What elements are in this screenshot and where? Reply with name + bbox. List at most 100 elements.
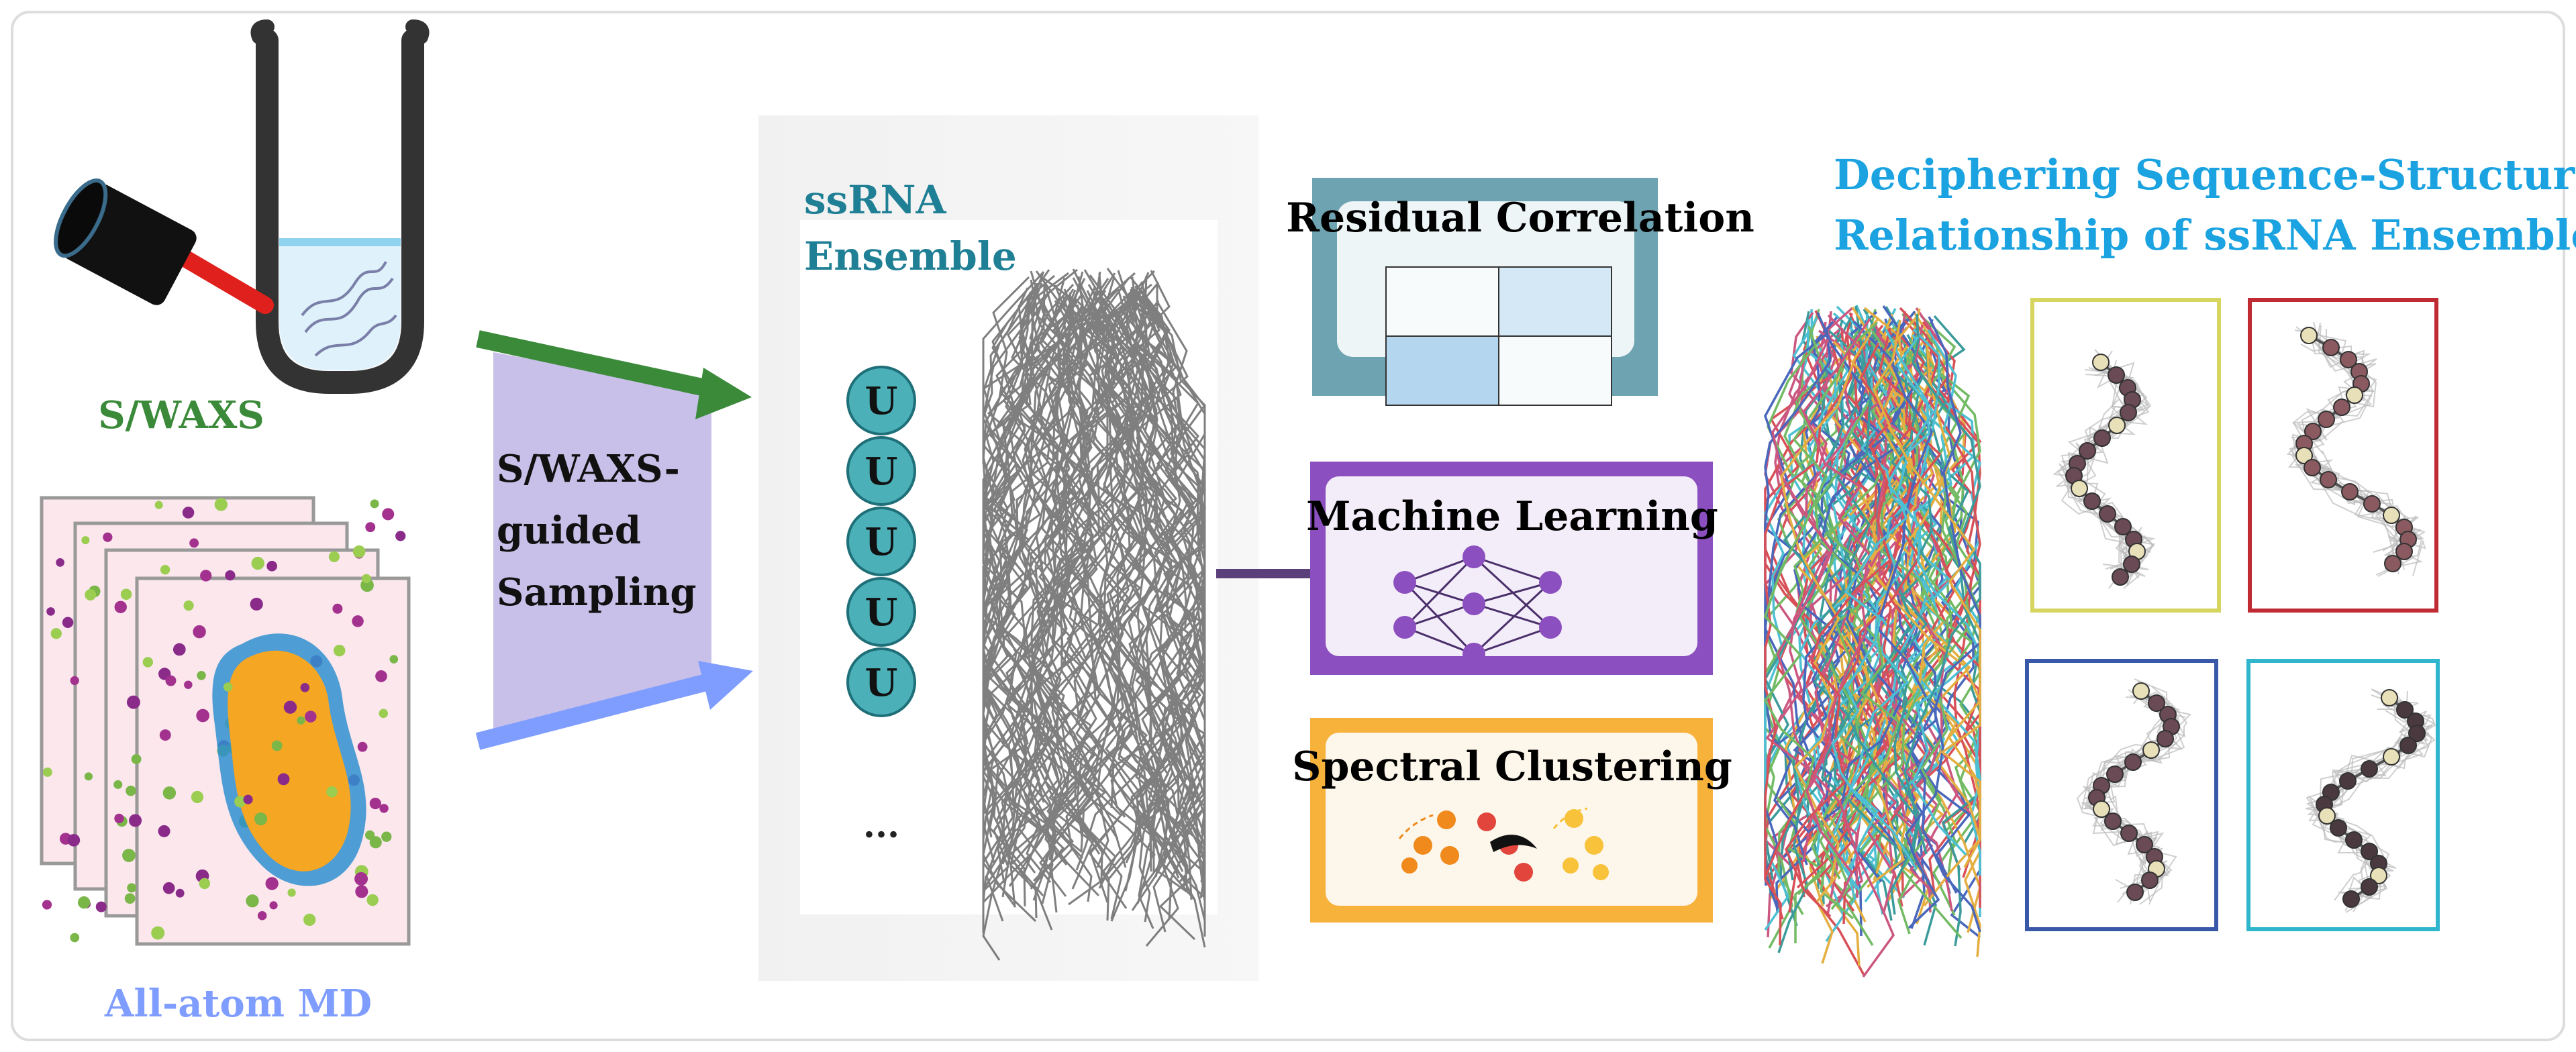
machine-learning-box: Machine Learning — [1306, 462, 1718, 675]
ensemble-title-line1: ssRNA — [804, 177, 947, 223]
residue-bead — [2142, 741, 2160, 759]
ensemble-panel: ssRNA Ensemble UUUUU ... — [758, 115, 1258, 981]
neural-network-icon — [1393, 545, 1562, 666]
nn-node — [1393, 616, 1416, 639]
residue-bead — [2106, 766, 2124, 783]
ensemble-structure-icon — [982, 268, 1207, 961]
spectral-clustering-box: Spectral Clustering — [1292, 718, 1732, 923]
residue-bead — [2126, 884, 2144, 901]
nucleotide-bead — [846, 507, 916, 576]
residue-bead — [2124, 753, 2142, 771]
residue-bead — [2361, 843, 2378, 860]
swaxs-label: S/WAXS — [98, 393, 264, 437]
nucleotide-label: U — [865, 520, 898, 564]
residual-label: Residual Correlation — [1286, 195, 1754, 242]
residue-bead — [2114, 518, 2132, 535]
residue-bead — [2318, 807, 2336, 825]
residue-bead — [2340, 351, 2357, 368]
correlation-cell — [1385, 335, 1499, 406]
residue-bead — [2342, 890, 2360, 908]
residue-bead — [2303, 459, 2321, 476]
residue-bead — [2408, 725, 2426, 742]
cluster-panel-red — [2248, 298, 2438, 613]
residue-bead — [2141, 872, 2159, 889]
residue-bead — [2318, 411, 2335, 428]
sampling-line3: Sampling — [497, 570, 697, 615]
residue-bead — [2123, 556, 2140, 573]
residue-bead — [2093, 800, 2110, 818]
ensemble-title-line2: Ensemble — [804, 233, 1017, 279]
residue-bead — [2157, 730, 2174, 747]
result-title-line2: Relationship of ssRNA Ensemble — [1834, 211, 2576, 260]
residue-bead — [2108, 366, 2125, 384]
residue-bead — [2383, 507, 2400, 524]
nucleotide-bead — [846, 366, 916, 435]
residue-bead — [2304, 423, 2322, 440]
residue-bead — [2092, 354, 2110, 371]
correlation-cell — [1385, 266, 1499, 337]
residue-bead — [2108, 417, 2126, 434]
nucleotide-bead — [846, 647, 916, 717]
residue-bead — [2104, 812, 2122, 830]
residue-bead — [2396, 701, 2414, 719]
nucleotide-bead — [846, 577, 916, 647]
result-title-line1: Deciphering Sequence-Structure — [1834, 150, 2576, 199]
residue-bead — [2120, 825, 2138, 842]
residue-bead — [2383, 748, 2400, 766]
nn-node — [1463, 545, 1485, 568]
nucleotide-bead — [846, 436, 916, 506]
nn-node — [1463, 592, 1485, 615]
residue-bead — [2148, 694, 2165, 712]
residue-bead — [2399, 737, 2417, 754]
residue-bead — [2093, 429, 2111, 447]
spectral-label: Spectral Clustering — [1292, 743, 1732, 790]
residue-bead — [2322, 339, 2340, 356]
residue-bead — [2395, 543, 2413, 560]
correlation-cell — [1498, 266, 1612, 337]
nucleotide-label: U — [865, 590, 898, 635]
xray-source-icon — [54, 178, 274, 314]
cluster-panel-blue — [2025, 659, 2218, 931]
colored-ensemble-structure — [1763, 305, 1982, 978]
residue-bead — [2295, 447, 2313, 464]
residual-correlation-box: Residual Correlation — [1286, 178, 1754, 406]
residue-bead — [2112, 568, 2129, 586]
residue-bead — [2341, 483, 2359, 501]
residue-bead — [2361, 760, 2378, 778]
rna-helix-icon — [301, 261, 397, 357]
residue-bead — [2136, 836, 2153, 853]
residue-bead — [2083, 492, 2101, 510]
residue-bead — [2370, 867, 2387, 884]
nn-node — [1539, 616, 1562, 639]
residue-bead — [2132, 682, 2150, 700]
residue-bead — [2079, 442, 2096, 460]
residue-bead — [2363, 495, 2381, 513]
cluster-panel-yellow — [2030, 298, 2221, 613]
residue-bead — [2361, 878, 2378, 896]
md-frames: All-atom MD — [40, 496, 411, 1026]
sampling-line1: S/WAXS- — [497, 447, 680, 491]
residue-bead — [2071, 480, 2088, 497]
result-section: Deciphering Sequence-Structure Relations… — [1763, 150, 2576, 978]
residue-bead — [2099, 505, 2116, 523]
cluster-panel-cyan — [2246, 659, 2440, 931]
test-tube-icon — [250, 19, 430, 394]
residue-bead — [2384, 555, 2401, 572]
swaxs-setup: S/WAXS — [54, 19, 430, 437]
md-label: All-atom MD — [104, 982, 372, 1026]
sampling-line2: guided — [497, 509, 641, 553]
residue-bead — [2345, 831, 2363, 849]
correlation-cell — [1498, 335, 1612, 406]
nucleotide-label: U — [865, 450, 898, 494]
nn-node — [1393, 571, 1416, 594]
residue-bead — [2330, 819, 2347, 837]
residue-bead — [2381, 689, 2398, 706]
residue-bead — [2333, 399, 2350, 416]
nucleotide-ellipsis: ... — [863, 805, 899, 846]
residue-bead — [2120, 404, 2137, 421]
ml-label: Machine Learning — [1306, 493, 1718, 540]
residue-bead — [2300, 327, 2318, 344]
nn-node — [1539, 571, 1562, 594]
